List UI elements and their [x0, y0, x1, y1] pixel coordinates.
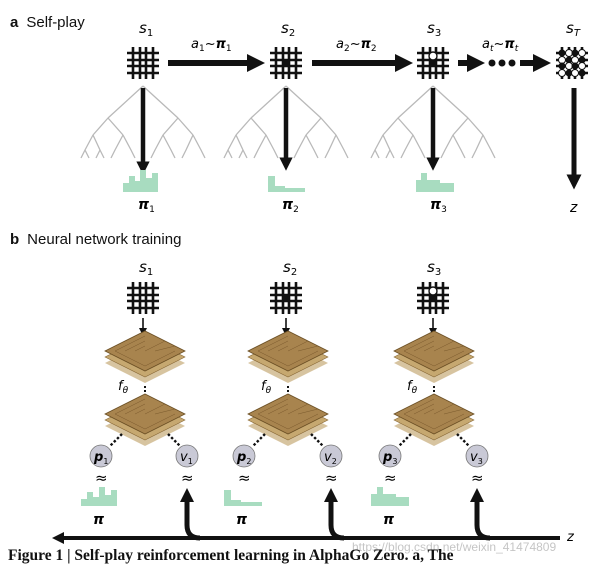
state-label-b-1: s1	[139, 258, 153, 278]
state-label-a-3: s3	[427, 19, 441, 39]
action-label-t: at~πt	[482, 37, 519, 54]
panel-b-letter: b	[10, 231, 20, 248]
policy-histogram-b-1	[81, 487, 117, 506]
neural-network-3: fθ	[393, 330, 475, 446]
go-board-a-1	[127, 47, 159, 79]
value-target-arrow-3	[474, 500, 491, 541]
black-stone-icon	[282, 59, 290, 67]
value-target-arrow-2	[328, 500, 345, 541]
go-board-b-2	[270, 282, 302, 314]
panel-b-heading: b Neural network training	[10, 231, 181, 248]
policy-histogram-b-2	[224, 490, 262, 506]
approx-v-1: ≈	[181, 469, 194, 487]
value-node-2: v2	[319, 444, 343, 468]
svg-text:p2: p2	[236, 450, 251, 466]
prior-node-1: p1	[89, 444, 113, 468]
value-target-arrowhead-2	[324, 488, 338, 502]
svg-text:fθ: fθ	[261, 379, 272, 396]
policy-label-b-3: π	[383, 512, 395, 528]
action-label-2: a2~π2	[336, 37, 377, 54]
output-connectors	[109, 433, 470, 447]
white-stone-icon	[428, 286, 438, 296]
search-tree-3	[370, 85, 496, 159]
ellipsis-dots	[488, 59, 516, 67]
policy-histogram-b-3	[371, 487, 409, 506]
svg-text:v2: v2	[324, 450, 337, 466]
figure-caption: Figure 1 | Self-play reinforcement learn…	[8, 547, 454, 564]
value-target-arrow-1	[184, 500, 201, 541]
go-board-a-3	[417, 47, 449, 79]
svg-text:fθ: fθ	[118, 379, 129, 396]
state-label-a-T: sT	[566, 19, 581, 39]
black-stone-icon	[429, 294, 437, 302]
filled-board-stones-icon	[558, 49, 586, 77]
panel-a-title: Self-play	[26, 14, 85, 31]
watermark: https://blog.csdn.net/weixin_41474809	[352, 540, 557, 554]
svg-text:v1: v1	[180, 450, 193, 466]
approx-p-3: ≈	[384, 469, 397, 487]
panel-b: s1 s2 s3 fθ	[52, 258, 575, 545]
state-label-b-2: s2	[283, 258, 297, 278]
outcome-label-a: z	[569, 200, 578, 216]
go-board-b-3	[417, 282, 449, 314]
svg-text:p1: p1	[93, 450, 108, 466]
policy-label-b-1: π	[93, 512, 105, 528]
panel-a: s1 s2 s3 sT	[80, 19, 588, 216]
neural-network-2: fθ	[247, 330, 329, 446]
black-stone-icon	[282, 294, 290, 302]
prior-node-3: p3	[378, 444, 402, 468]
state-label-a-1: s1	[139, 19, 153, 39]
svg-text:v3: v3	[470, 450, 483, 466]
panel-a-letter: a	[10, 14, 19, 31]
policy-histogram-a-1	[123, 170, 158, 192]
action-label-1: a1~π1	[191, 37, 232, 54]
neural-network-1: fθ	[104, 330, 186, 446]
approx-v-3: ≈	[471, 469, 484, 487]
search-tree-1	[80, 85, 206, 159]
value-node-3: v3	[465, 444, 489, 468]
approx-p-2: ≈	[238, 469, 251, 487]
go-board-a-T	[556, 47, 588, 79]
svg-text:p3: p3	[382, 450, 397, 466]
outcome-label-b: z	[566, 530, 575, 545]
policy-histogram-a-3	[416, 173, 454, 192]
state-label-b-3: s3	[427, 258, 441, 278]
value-target-arrowhead-1	[180, 488, 194, 502]
white-stone-icon	[428, 51, 438, 61]
policy-label-a-2: π2	[282, 197, 299, 215]
value-target-arrowhead-3	[470, 488, 484, 502]
prior-node-2: p2	[232, 444, 256, 468]
policy-label-b-2: π	[236, 512, 248, 528]
policy-label-a-1: π1	[138, 197, 155, 215]
outcome-feedback-arrowhead	[52, 532, 64, 544]
policy-label-a-3: π3	[430, 197, 447, 215]
value-node-1: v1	[175, 444, 199, 468]
policy-histogram-a-2	[268, 176, 305, 192]
panel-b-title: Neural network training	[27, 231, 182, 248]
state-label-a-2: s2	[281, 19, 295, 39]
approx-p-1: ≈	[95, 469, 108, 487]
go-board-b-1	[127, 282, 159, 314]
go-board-a-2	[270, 47, 302, 79]
black-stone-icon	[429, 59, 437, 67]
svg-text:fθ: fθ	[407, 379, 418, 396]
search-tree-2	[223, 85, 349, 159]
panel-a-heading: a Self-play	[10, 14, 85, 31]
approx-v-2: ≈	[325, 469, 338, 487]
